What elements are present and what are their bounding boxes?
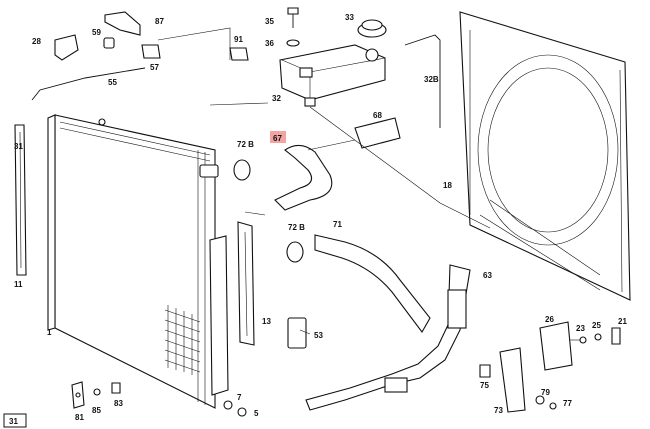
label-67: 67 <box>273 134 282 143</box>
sensor-53 <box>287 317 307 349</box>
label-87: 87 <box>155 17 164 26</box>
washer-77 <box>549 402 557 410</box>
part-labels: 87 35 33 59 28 91 36 57 55 32B 32 68 67 … <box>14 13 627 422</box>
bolt-21 <box>611 327 621 345</box>
nut-79 <box>535 395 545 405</box>
clamp-72b-lower <box>286 241 304 263</box>
label-36: 36 <box>265 39 274 48</box>
screw-35 <box>287 7 299 28</box>
bolt-83 <box>111 382 121 394</box>
page-number-box: 31 <box>3 413 27 428</box>
bracket-26 <box>539 321 573 371</box>
label-57: 57 <box>150 63 159 72</box>
label-35: 35 <box>265 17 274 26</box>
label-28: 28 <box>32 37 41 46</box>
clamp-72b-upper <box>233 159 251 181</box>
clip-28 <box>54 34 79 61</box>
label-79: 79 <box>541 388 550 397</box>
radiator-side-member <box>209 235 229 396</box>
hose-connector <box>384 377 408 393</box>
label-85: 85 <box>92 406 101 415</box>
expansion-tank <box>279 44 386 107</box>
label-18: 18 <box>443 181 452 190</box>
label-68: 68 <box>373 111 382 120</box>
label-33: 33 <box>345 13 354 22</box>
label-7: 7 <box>237 393 242 402</box>
washer-85 <box>93 388 101 396</box>
bracket-87 <box>104 11 141 36</box>
seal-strip-13 <box>237 221 255 346</box>
label-67-highlight <box>270 131 286 143</box>
nut-25 <box>594 333 602 341</box>
label-32: 32 <box>272 94 281 103</box>
rod-32b <box>404 34 441 128</box>
washer-5 <box>237 407 247 417</box>
label-75: 75 <box>480 381 489 390</box>
label-31-side: 31 <box>14 142 23 151</box>
label-83: 83 <box>114 399 123 408</box>
grommet-59 <box>103 37 115 49</box>
label-25: 25 <box>592 321 601 330</box>
page-number: 31 <box>9 417 18 426</box>
radiator <box>47 114 219 409</box>
label-23: 23 <box>576 324 585 333</box>
label-72b-lower: 72 B <box>288 223 305 232</box>
label-63: 63 <box>483 271 492 280</box>
tank-cap <box>357 19 387 38</box>
clip-57 <box>141 44 161 59</box>
label-5: 5 <box>254 409 259 418</box>
hose-68 <box>354 117 401 149</box>
label-55: 55 <box>108 78 117 87</box>
hose-67 <box>274 144 333 211</box>
label-26: 26 <box>545 315 554 324</box>
hose-sleeve <box>447 289 467 329</box>
label-73: 73 <box>494 406 503 415</box>
clip-91 <box>229 47 249 61</box>
hose-71 <box>314 234 431 333</box>
overflow-line-55 <box>31 67 146 101</box>
label-71: 71 <box>333 220 342 229</box>
label-91: 91 <box>234 35 243 44</box>
label-81: 81 <box>75 413 84 422</box>
label-59: 59 <box>92 28 101 37</box>
label-77: 77 <box>563 399 572 408</box>
bracket-73 <box>499 347 526 413</box>
label-11: 11 <box>14 280 23 289</box>
washer-23 <box>579 336 587 344</box>
washer-36 <box>286 39 300 47</box>
label-21: 21 <box>618 317 627 326</box>
bolt-75 <box>479 364 491 378</box>
leader-lines <box>157 27 580 341</box>
label-53: 53 <box>314 331 323 340</box>
label-13: 13 <box>262 317 271 326</box>
fan-shroud <box>459 11 631 301</box>
side-seal-strip <box>14 124 27 276</box>
label-1: 1 <box>47 328 52 337</box>
label-72b-upper: 72 B <box>237 140 254 149</box>
plug-7 <box>223 400 233 410</box>
label-32b: 32B <box>424 75 439 84</box>
